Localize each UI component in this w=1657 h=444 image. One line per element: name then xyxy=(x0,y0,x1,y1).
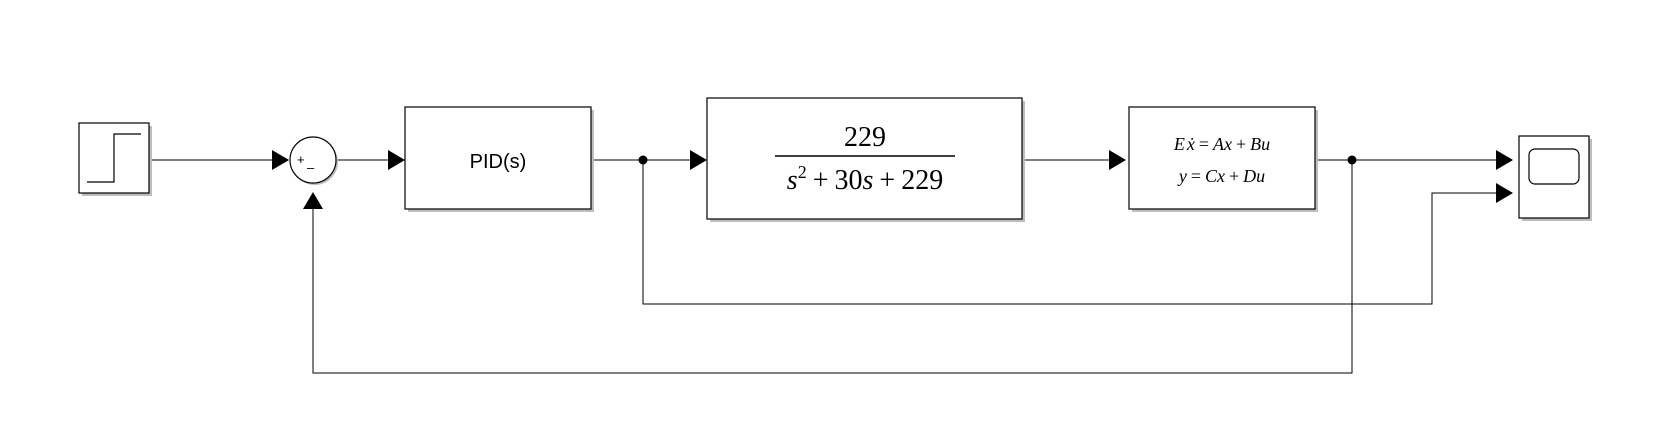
transfer-fcn-block[interactable]: 229 s2+30s+229 xyxy=(706,97,1025,222)
sum-block[interactable]: + – xyxy=(289,136,338,185)
scope-screen-icon xyxy=(1528,148,1580,185)
arrowhead-sum-input-1 xyxy=(272,150,289,170)
output-equation: y=Cx+Du xyxy=(1177,166,1265,186)
arrowhead-sum-input-2 xyxy=(303,192,323,209)
pid-label: PID(s) xyxy=(470,151,527,173)
arrowhead-transfer-fcn-input xyxy=(690,150,707,170)
sum-sign-minus: – xyxy=(307,160,315,175)
wire-pid-branch-to-scope[interactable] xyxy=(642,160,1507,305)
pid-block[interactable]: PID(s) xyxy=(404,106,594,212)
wire-feedback-to-sum[interactable] xyxy=(312,160,1353,374)
sum-sign-plus: + xyxy=(297,152,305,167)
branch-point-pid-output xyxy=(638,155,648,165)
arrowhead-pid-input xyxy=(388,150,405,170)
transfer-fcn-numerator: 229 xyxy=(844,122,886,153)
arrowheads xyxy=(272,150,1513,209)
arrowhead-scope-input-2 xyxy=(1496,183,1513,203)
signal-lines xyxy=(151,159,1507,374)
scope-block[interactable] xyxy=(1518,135,1592,221)
step-icon xyxy=(87,133,141,183)
arrowhead-scope-input-1 xyxy=(1496,150,1513,170)
transfer-fcn-denominator: s2+30s+229 xyxy=(787,162,943,196)
branch-point-plant-output xyxy=(1347,155,1357,165)
step-block[interactable] xyxy=(78,122,152,196)
arrowhead-state-space-input xyxy=(1109,150,1126,170)
